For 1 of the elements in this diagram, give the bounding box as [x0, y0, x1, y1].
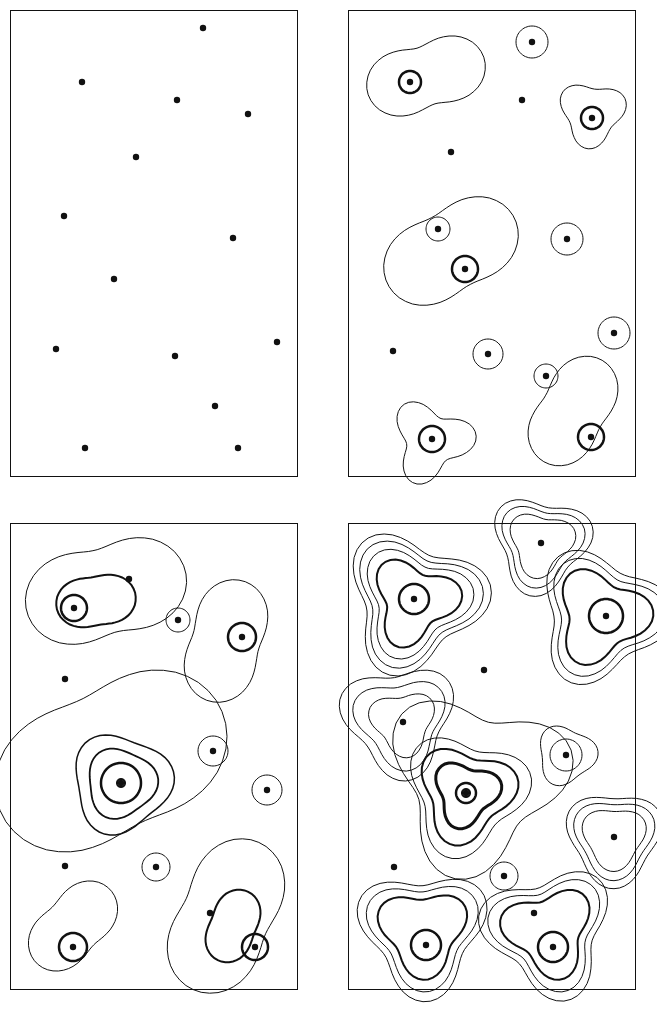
map-panel: [10, 10, 298, 477]
